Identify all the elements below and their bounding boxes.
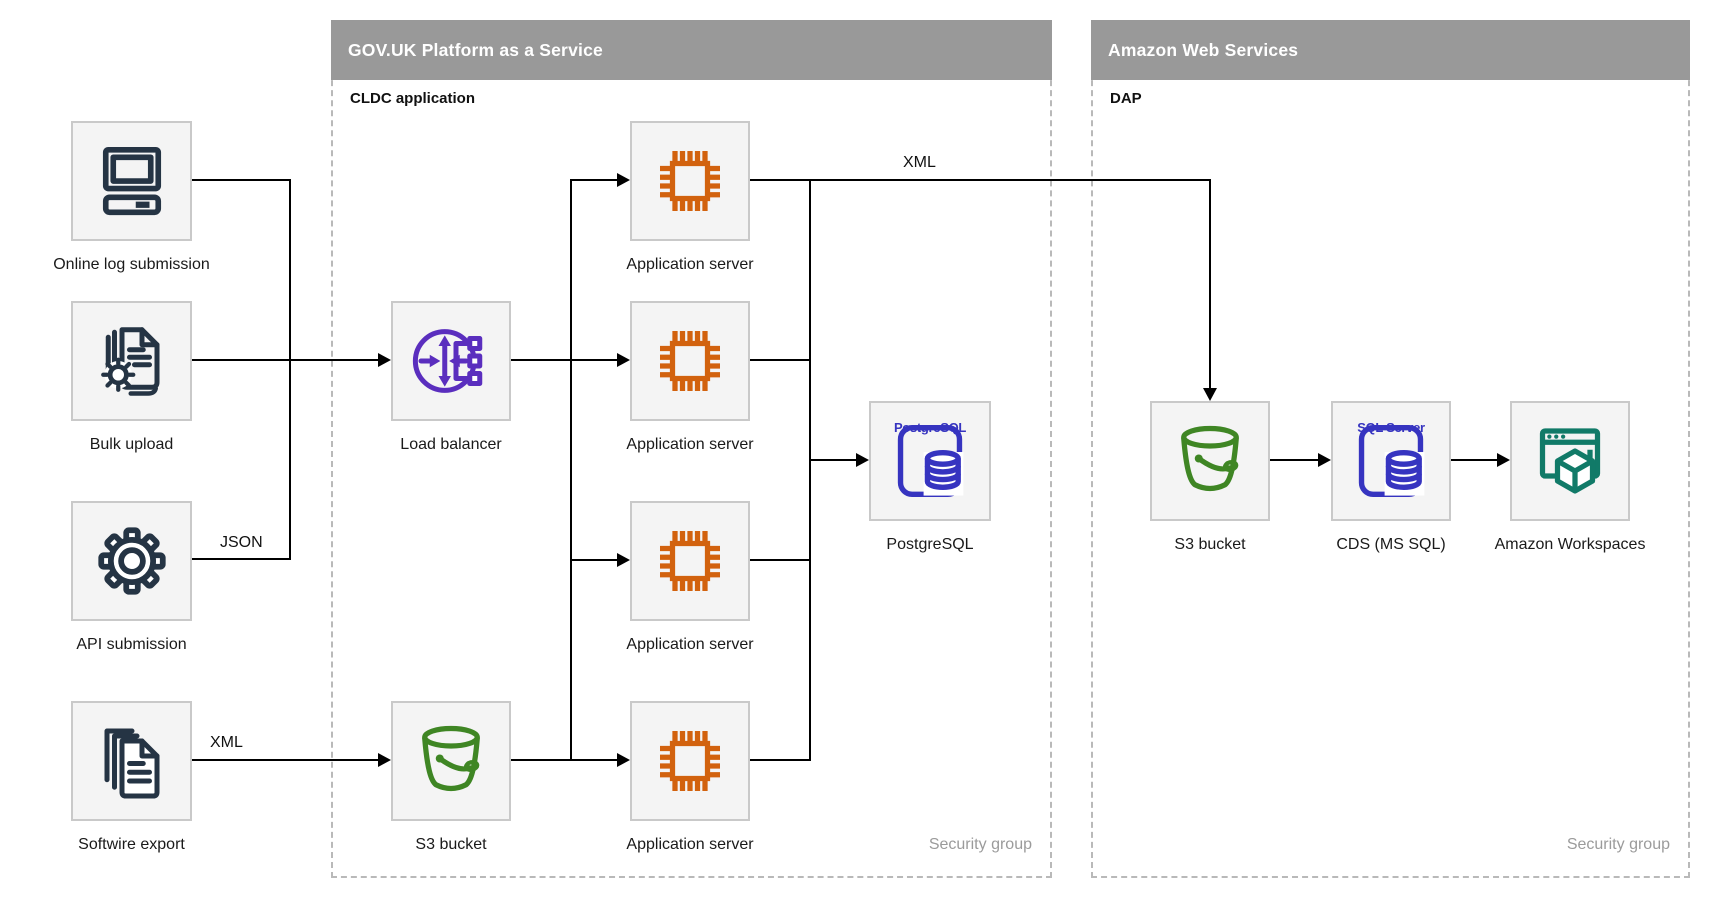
connector-line bbox=[570, 179, 617, 181]
workspaces-icon bbox=[1539, 428, 1601, 494]
node-application-server-2: Application server bbox=[626, 301, 754, 453]
xml-edge-label: XML bbox=[210, 734, 243, 751]
s3-bucket-icon bbox=[1181, 425, 1239, 492]
govuk-paas-section: GOV.UK Platform as a Service CLDC applic… bbox=[331, 20, 1052, 878]
connector-line bbox=[511, 359, 617, 361]
chip-icon bbox=[660, 731, 720, 791]
connector-line bbox=[192, 759, 378, 761]
arrowhead bbox=[1203, 388, 1217, 401]
node-s3-bucket-aws: S3 bucket bbox=[1150, 401, 1270, 553]
arrowhead bbox=[617, 553, 630, 567]
arrowhead bbox=[378, 353, 391, 367]
arrowhead bbox=[617, 753, 630, 767]
sql-server-icon-text: SQL Server bbox=[1357, 420, 1425, 435]
chip-icon bbox=[660, 531, 720, 591]
node-softwire-export: Softwire export bbox=[71, 701, 192, 853]
connector-line bbox=[1451, 459, 1497, 461]
node-label: S3 bucket bbox=[415, 836, 487, 853]
connector-line bbox=[810, 459, 856, 461]
arrowhead bbox=[1497, 453, 1510, 467]
connector-line bbox=[750, 759, 810, 761]
load-balancer-icon bbox=[412, 329, 483, 393]
connector-line bbox=[750, 359, 810, 361]
node-label: API submission bbox=[76, 636, 187, 653]
node-label: Load balancer bbox=[400, 436, 502, 453]
node-label: Amazon Workspaces bbox=[1494, 536, 1646, 553]
document-stack-icon bbox=[104, 728, 159, 799]
node-application-server-1: Application server bbox=[626, 121, 754, 273]
connector-line bbox=[809, 179, 811, 761]
node-label: S3 bucket bbox=[1174, 536, 1246, 553]
connector-line bbox=[1209, 179, 1211, 389]
node-label: Application server bbox=[626, 836, 754, 853]
connector-line bbox=[289, 179, 291, 560]
govuk-section-title: GOV.UK Platform as a Service bbox=[348, 39, 603, 60]
postgresql-db-icon bbox=[897, 424, 964, 498]
node-online-log-submission: Online log submission bbox=[53, 121, 210, 273]
json-edge-label: JSON bbox=[220, 534, 263, 551]
node-application-server-4: Application server bbox=[626, 701, 754, 853]
aws-security-group-label: Security group bbox=[1566, 836, 1670, 853]
govuk-section-header: GOV.UK Platform as a Service bbox=[331, 20, 1052, 80]
dap-label: DAP bbox=[1110, 90, 1142, 107]
node-label: Application server bbox=[626, 256, 754, 273]
cldc-application-label: CLDC application bbox=[350, 90, 476, 107]
arrowhead bbox=[1318, 453, 1331, 467]
connector-line bbox=[750, 179, 1211, 181]
node-label: PostgreSQL bbox=[886, 536, 974, 553]
arrowhead bbox=[856, 453, 869, 467]
computer-icon bbox=[102, 146, 161, 216]
node-label: CDS (MS SQL) bbox=[1336, 536, 1446, 553]
node-label: Bulk upload bbox=[89, 436, 174, 453]
sql-server-db-icon bbox=[1358, 424, 1425, 498]
connector-line bbox=[511, 759, 617, 761]
node-label: Application server bbox=[626, 436, 754, 453]
connector-line bbox=[570, 179, 572, 761]
node-label: Online log submission bbox=[53, 256, 210, 273]
node-load-balancer: Load balancer bbox=[391, 301, 511, 453]
node-bulk-upload: Bulk upload bbox=[71, 301, 192, 453]
arrowhead bbox=[617, 353, 630, 367]
connector-line bbox=[192, 179, 291, 181]
document-gear-icon bbox=[100, 327, 159, 396]
node-s3-bucket-govuk: S3 bucket bbox=[391, 701, 511, 853]
connector-line bbox=[1270, 459, 1318, 461]
node-label: Softwire export bbox=[78, 836, 185, 853]
connector-line bbox=[192, 558, 291, 560]
aws-section-header: Amazon Web Services bbox=[1091, 20, 1690, 80]
chip-icon bbox=[660, 331, 720, 391]
aws-section: Amazon Web Services DAP Security group bbox=[1091, 20, 1690, 878]
govuk-security-group-label: Security group bbox=[928, 836, 1032, 853]
postgresql-icon-text: PostgreSQL bbox=[893, 420, 967, 435]
connector-line bbox=[192, 359, 378, 361]
gear-icon bbox=[97, 527, 166, 595]
arrowhead bbox=[617, 173, 630, 187]
node-cds-mssql: SQL Server CDS (MS SQL) bbox=[1331, 401, 1451, 553]
aws-section-title: Amazon Web Services bbox=[1108, 39, 1299, 60]
connector-line bbox=[570, 559, 617, 561]
node-application-server-3: Application server bbox=[626, 501, 754, 653]
xml-edge-label: XML bbox=[903, 154, 936, 171]
chip-icon bbox=[660, 151, 720, 211]
s3-bucket-icon bbox=[422, 725, 480, 792]
node-label: Application server bbox=[626, 636, 754, 653]
node-api-submission: API submission bbox=[71, 501, 192, 653]
node-postgresql: PostgreSQL PostgreSQL bbox=[869, 401, 991, 553]
connector-line bbox=[750, 559, 810, 561]
node-amazon-workspaces: Amazon Workspaces bbox=[1495, 401, 1645, 553]
arrowhead bbox=[378, 753, 391, 767]
